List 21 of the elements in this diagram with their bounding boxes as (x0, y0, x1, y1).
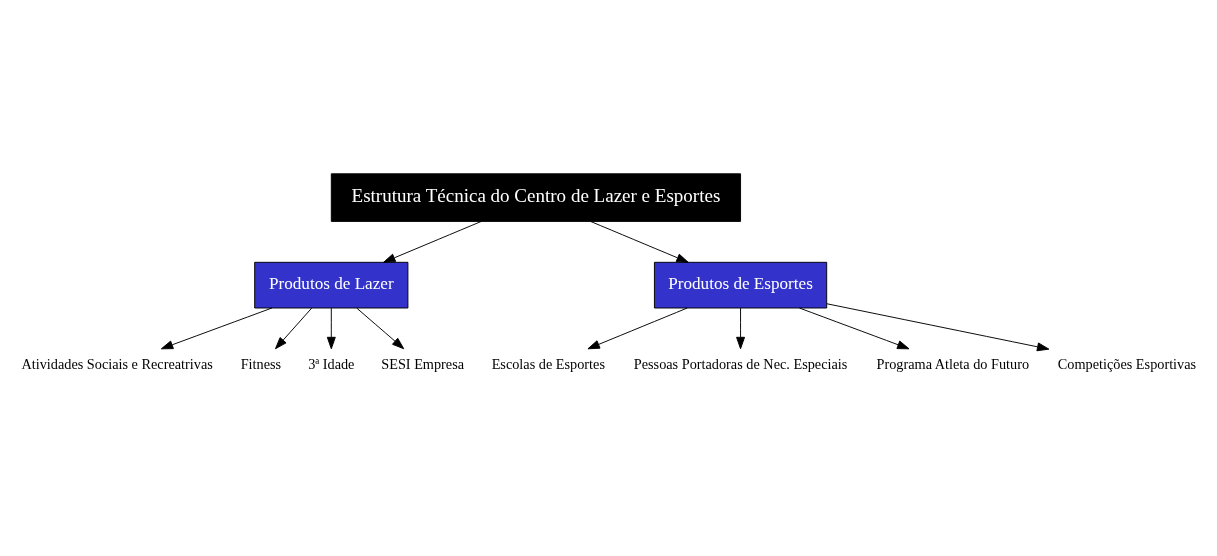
arrow (383, 220, 482, 263)
arrow (160, 307, 273, 349)
node-box: Estrutura Técnica do Centro de Lazer e Esportes (330, 172, 742, 222)
arrow (826, 302, 1050, 351)
node-text: Fitness (240, 355, 282, 372)
arrow (798, 307, 910, 349)
node-text: Programa Atleta do Futuro (876, 355, 1030, 372)
node-box: Produtos de Lazer (254, 261, 409, 308)
arrow (736, 307, 746, 349)
node-text: Escolas de Esportes (491, 355, 605, 372)
node-text: SESI Empresa (381, 355, 465, 372)
node-text: 3ª Idade (308, 355, 355, 372)
node-box: Produtos de Esportes (653, 261, 828, 308)
node-text: Competições Esportivas (1057, 355, 1197, 372)
arrow (275, 307, 313, 349)
node-text: Atividades Sociais e Recreatrivas (21, 355, 213, 372)
arrow (326, 307, 336, 349)
arrow (590, 220, 689, 263)
arrow (587, 307, 688, 349)
arrow (356, 307, 405, 349)
node-text: Pessoas Portadoras de Nec. Especiais (633, 355, 848, 372)
